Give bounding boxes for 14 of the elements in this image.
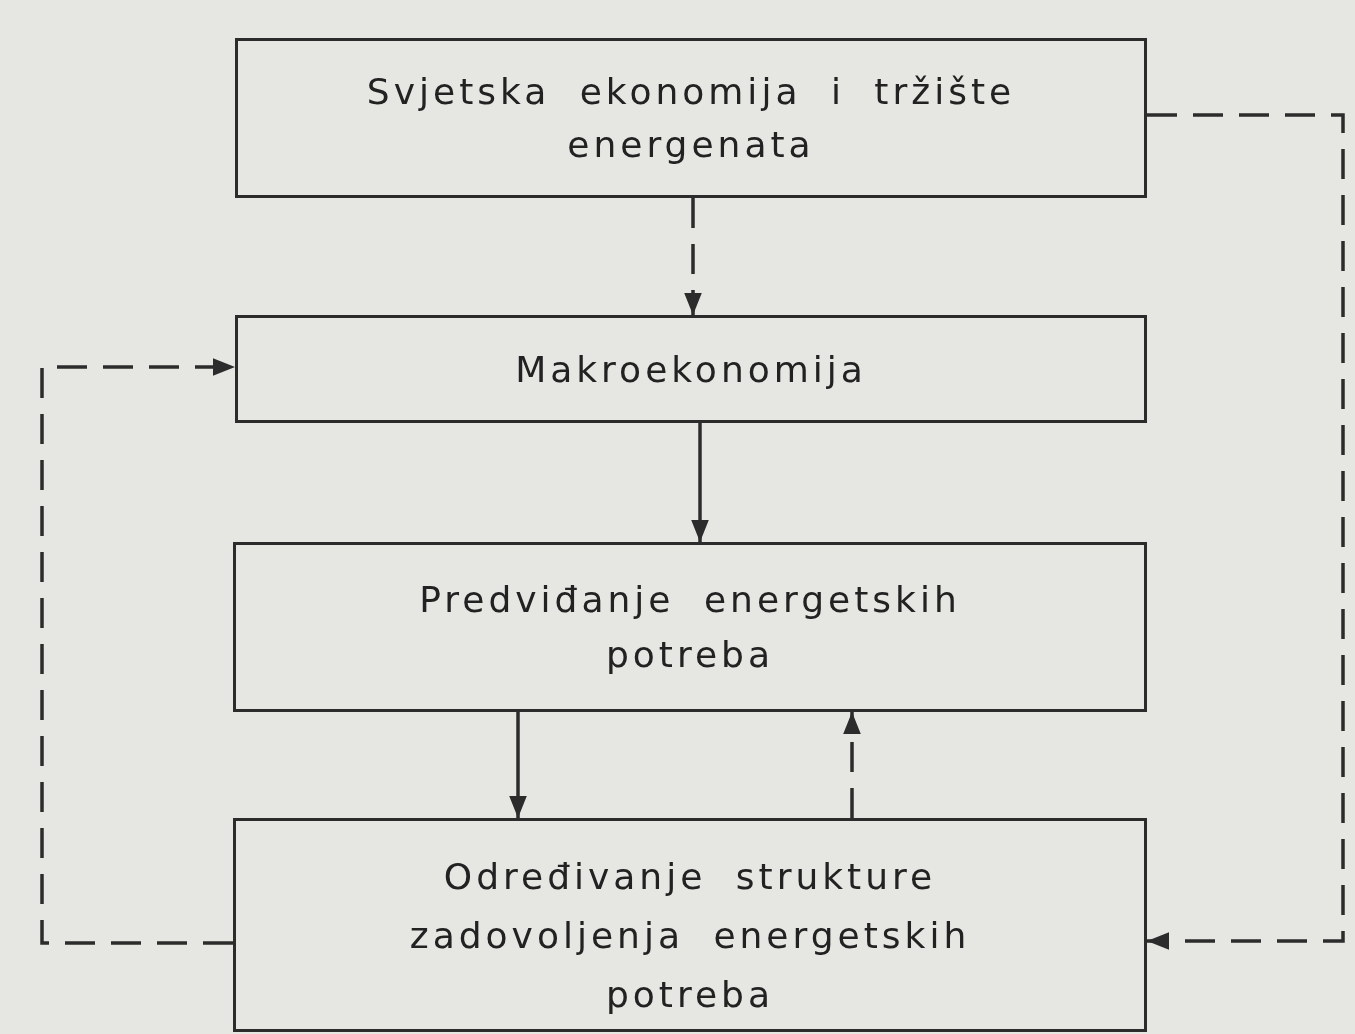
box-label: Određivanje strukture zadovoljenja energetskih potreba (408, 854, 972, 1017)
process-box (235, 38, 1147, 198)
arrow (1147, 113, 1345, 950)
box-label: Makroekonomija (515, 347, 867, 392)
box-label: Predviđanje energetskih potreba (418, 578, 962, 677)
arrow (684, 198, 702, 315)
process-box (235, 315, 1147, 423)
arrow (691, 423, 709, 542)
arrow (40, 358, 235, 945)
process-box (233, 542, 1147, 712)
arrow (509, 712, 527, 818)
process-box (233, 818, 1147, 1032)
box-label: Svjetska ekonomija i tržište energenata (365, 70, 1017, 167)
arrow (843, 712, 861, 818)
